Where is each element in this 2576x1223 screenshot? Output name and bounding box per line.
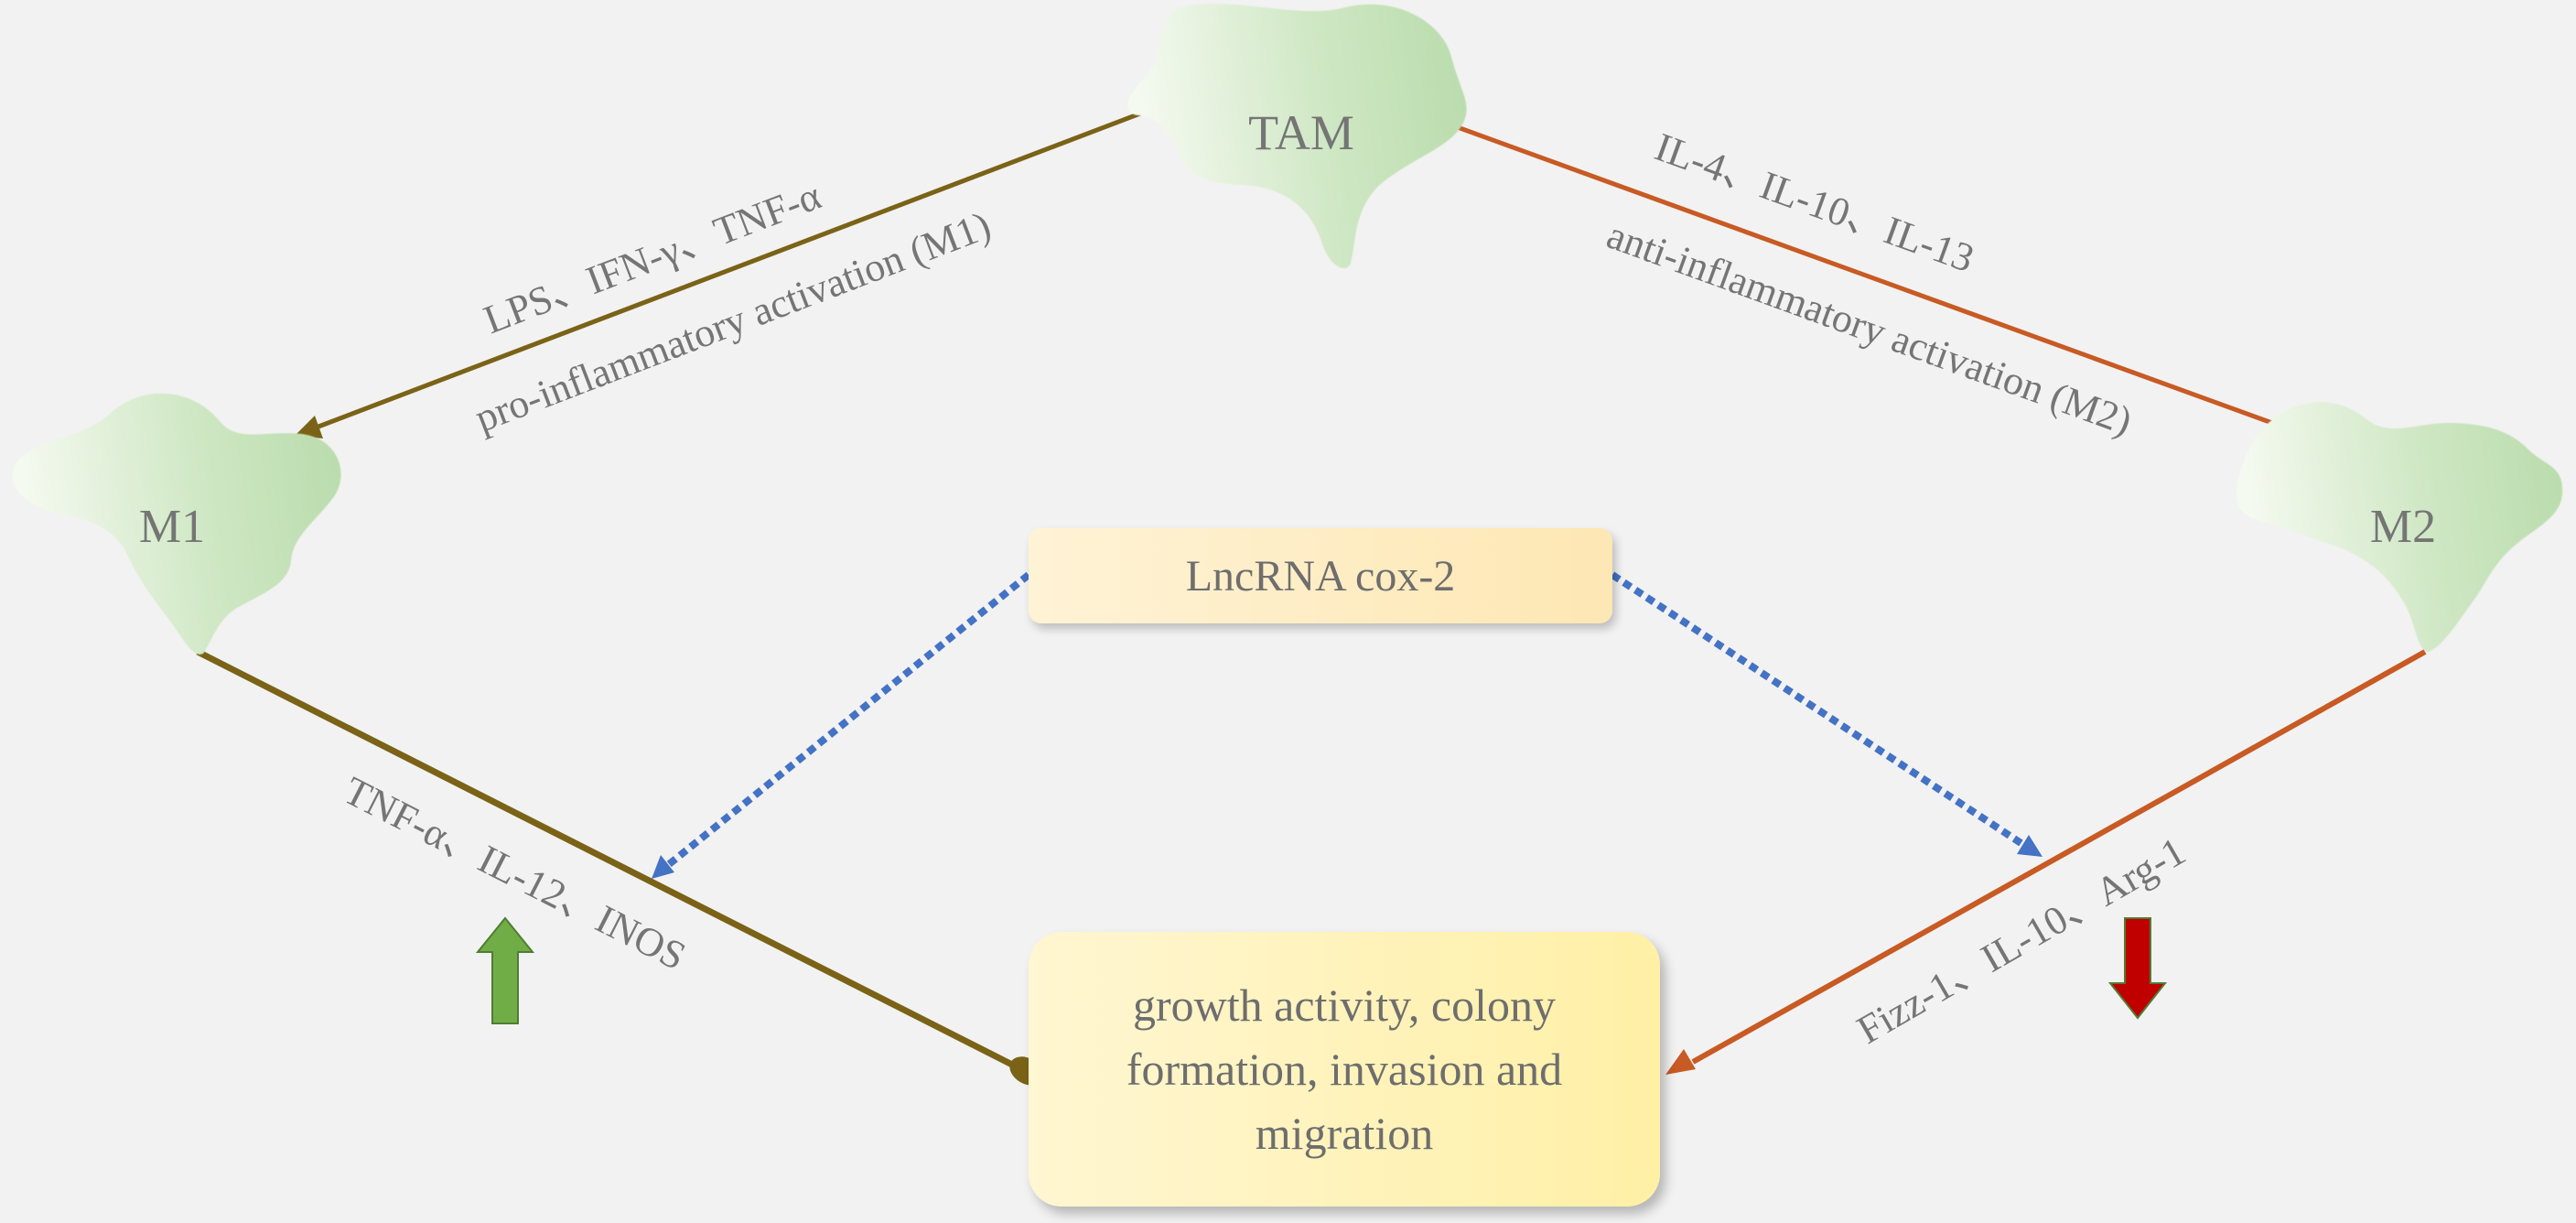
m1-to-outcome-connector: [196, 648, 1044, 1086]
m1-label: M1: [139, 501, 205, 553]
outcome-box: growth activity, colony formation, invas…: [1029, 932, 1660, 1207]
m2-label: M2: [2370, 501, 2436, 553]
down-arrow-icon: [2107, 917, 2168, 1020]
tam-to-m2-arrow: [1434, 116, 2315, 440]
m2-activation-label: anti-inflammatory activation (M2): [1601, 212, 2138, 444]
lncrna-to-m2-dotted-arrow: [1610, 571, 2042, 857]
m2-cell: M2: [2236, 402, 2563, 652]
lncrna-to-m1-dotted-arrow: [652, 571, 1031, 879]
lncrna-cox2-box: LncRNA cox-2: [1029, 528, 1612, 623]
m1-cell: M1: [12, 393, 341, 655]
m2-to-outcome-arrow: [1665, 649, 2427, 1075]
tam-cell: TAM: [1127, 3, 1467, 269]
tam-label: TAM: [1248, 105, 1354, 160]
tam-to-m1-arrow: [295, 111, 1141, 438]
up-arrow-icon: [475, 916, 535, 1024]
